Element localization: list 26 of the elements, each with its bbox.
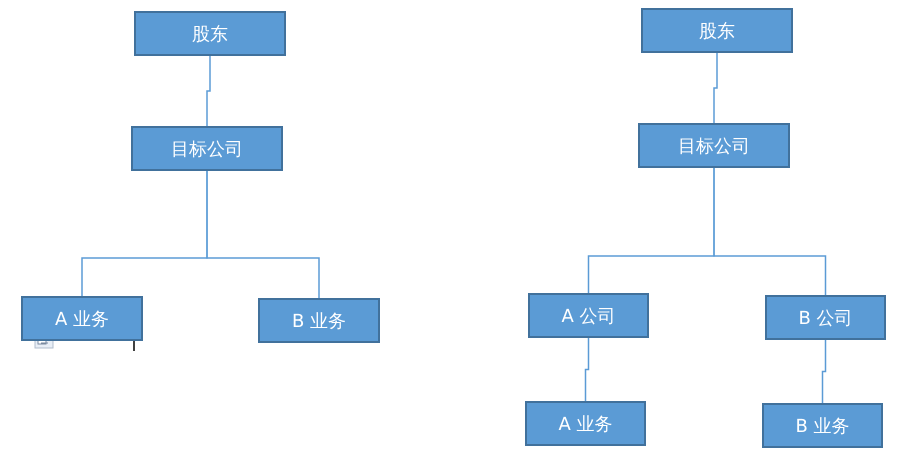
org-box [258,298,380,343]
node-label: 目标公司 [171,138,243,160]
org-box [528,293,649,338]
node-label: 目标公司 [678,134,750,158]
org-box [762,403,883,448]
connector-line [584,338,590,401]
connector-line [822,340,826,403]
connector-line [206,171,320,298]
node-label: A 公司 [561,304,616,328]
org-box [765,295,886,340]
node-label: B 业务 [292,310,346,332]
org-box [131,126,283,171]
node-label: B 公司 [798,306,853,330]
node-label: A 业务 [558,412,613,436]
connector-line [713,53,718,123]
node-label: B 业务 [795,414,850,438]
org-box [21,296,143,341]
org-box [638,123,790,168]
connector-line [713,168,826,295]
org-box [134,11,286,56]
node-label: A 业务 [54,308,110,330]
org-box [641,8,793,53]
org-box [525,401,646,446]
node-label: 股东 [192,22,228,46]
connector-line [206,56,211,126]
node-label: 股东 [699,20,735,42]
